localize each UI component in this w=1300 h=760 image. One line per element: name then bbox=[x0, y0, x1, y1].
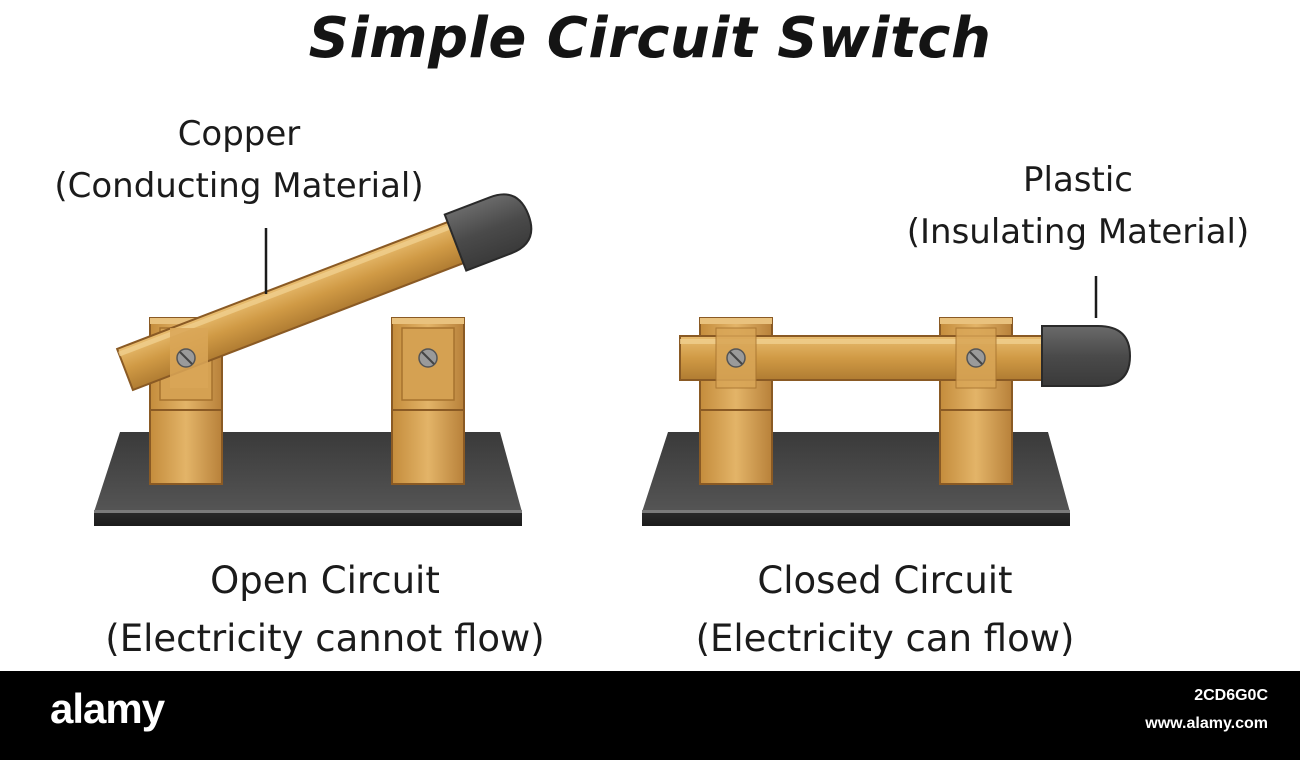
closed-circuit-title: Closed Circuit bbox=[757, 559, 1013, 602]
closed-switch-base-front bbox=[642, 512, 1070, 526]
closed-circuit-subtitle: (Electricity can flow) bbox=[695, 617, 1075, 660]
copper-label-name: Copper bbox=[177, 114, 301, 154]
watermark-image-id: 2CD6G0C bbox=[1194, 687, 1268, 704]
closed-circuit-caption: Closed Circuit (Electricity can flow) bbox=[650, 552, 1120, 668]
plastic-label: Plastic (Insulating Material) bbox=[858, 154, 1298, 258]
open-switch-right-terminal bbox=[391, 317, 465, 485]
closed-switch-plastic-handle bbox=[1041, 325, 1132, 387]
open-circuit-subtitle: (Electricity cannot flow) bbox=[105, 617, 545, 660]
plastic-label-desc: (Insulating Material) bbox=[906, 212, 1250, 252]
copper-label-desc: (Conducting Material) bbox=[54, 166, 424, 206]
open-circuit-caption: Open Circuit (Electricity cannot flow) bbox=[60, 552, 590, 668]
closed-switch bbox=[642, 276, 1132, 526]
open-switch-base-front bbox=[94, 512, 522, 526]
circuit-switch-diagram bbox=[94, 193, 1132, 526]
watermark-site: www.alamy.com bbox=[1145, 715, 1268, 732]
watermark-brand: alamy bbox=[50, 685, 165, 732]
open-circuit-title: Open Circuit bbox=[210, 559, 440, 602]
watermark-footer: alamy 2CD6G0C www.alamy.com bbox=[0, 671, 1300, 760]
open-switch bbox=[94, 193, 533, 526]
open-switch-plastic-handle bbox=[443, 193, 533, 272]
diagram-title: Simple Circuit Switch bbox=[308, 6, 992, 71]
copper-label: Copper (Conducting Material) bbox=[4, 108, 474, 212]
plastic-label-name: Plastic bbox=[1023, 160, 1133, 200]
